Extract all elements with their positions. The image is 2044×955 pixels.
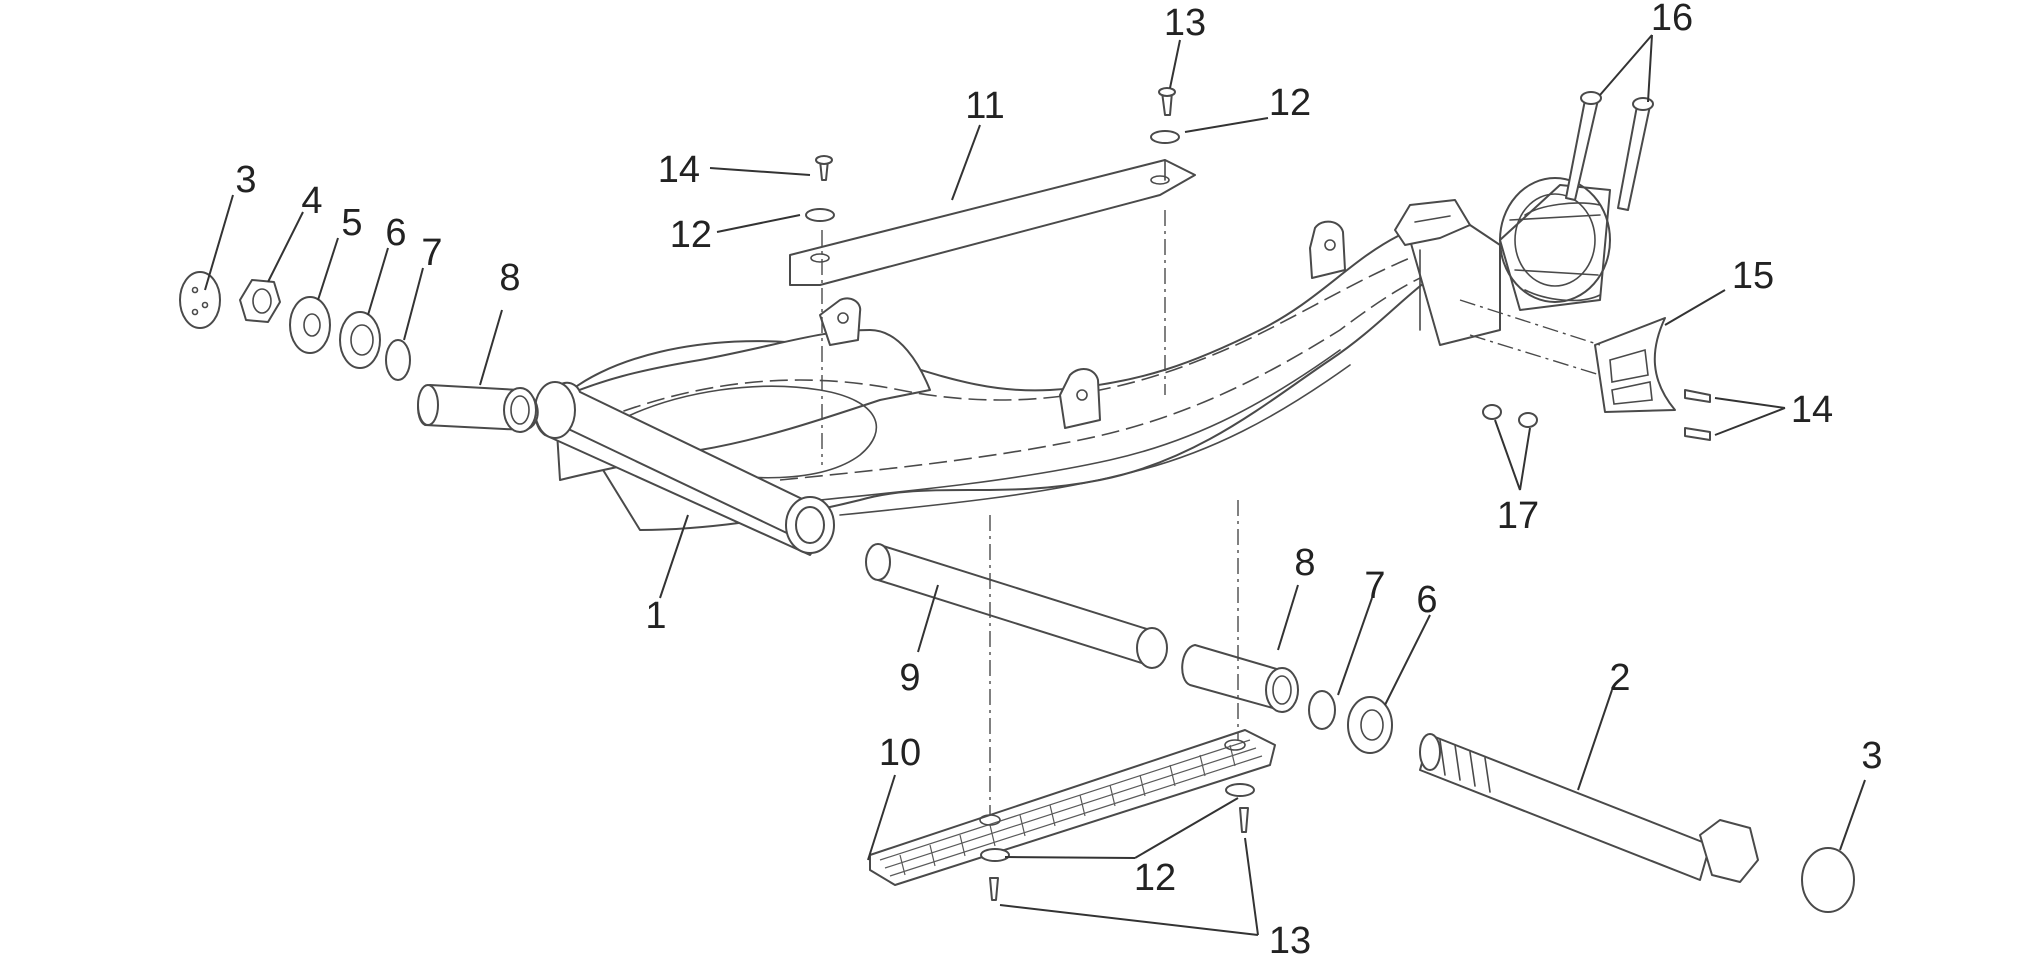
callout-12: 12 bbox=[670, 214, 712, 256]
screws-and-washers bbox=[805, 87, 1255, 901]
callout-9: 9 bbox=[899, 657, 920, 699]
callout-12: 12 bbox=[1269, 82, 1311, 124]
callout-7: 7 bbox=[421, 232, 442, 274]
washer-right bbox=[1347, 696, 1393, 754]
pivot-axle-bolt bbox=[1419, 733, 1759, 883]
washer-left bbox=[289, 296, 331, 354]
spacer-tube bbox=[865, 543, 1168, 669]
callout-11: 11 bbox=[965, 85, 1004, 127]
nut bbox=[239, 279, 281, 323]
upper-chain-slider bbox=[789, 159, 1196, 286]
callout-4: 4 bbox=[301, 180, 322, 222]
callout-12: 12 bbox=[1134, 857, 1176, 899]
swingarm-frame bbox=[534, 177, 1611, 556]
callout-16: 16 bbox=[1651, 0, 1693, 39]
callout-5: 5 bbox=[341, 202, 362, 244]
bushing-right bbox=[1181, 644, 1299, 713]
callout-3: 3 bbox=[1861, 735, 1882, 777]
right-hardware bbox=[1308, 690, 1393, 754]
cap-left bbox=[179, 271, 221, 329]
callout-14: 14 bbox=[1791, 389, 1833, 431]
oring-left bbox=[385, 339, 411, 381]
seal-left bbox=[339, 311, 381, 369]
guard-screws bbox=[1684, 389, 1711, 441]
leader-lines bbox=[204, 34, 1866, 936]
oring-right bbox=[1308, 690, 1336, 730]
callout-2: 2 bbox=[1609, 657, 1630, 699]
callout-6: 6 bbox=[1416, 579, 1437, 621]
assembly-centerlines bbox=[821, 210, 1601, 815]
callout-15: 15 bbox=[1732, 255, 1774, 297]
left-hardware bbox=[179, 271, 411, 381]
callout-13: 13 bbox=[1164, 2, 1206, 44]
callout-17: 17 bbox=[1497, 495, 1539, 537]
lower-chain-slider bbox=[869, 729, 1276, 886]
long-bolts bbox=[1565, 91, 1654, 211]
callout-7: 7 bbox=[1364, 565, 1385, 607]
callout-10: 10 bbox=[879, 732, 921, 774]
small-nuts bbox=[1482, 404, 1538, 428]
callout-14: 14 bbox=[658, 149, 700, 191]
bushing-left bbox=[417, 384, 539, 433]
callout-8: 8 bbox=[1294, 542, 1315, 584]
callout-1: 1 bbox=[645, 595, 666, 637]
chain-guard-plate bbox=[1594, 317, 1676, 413]
callout-labels: 3 4 5 6 7 8 1 9 10 11 14 12 12 13 8 7 6 … bbox=[235, 0, 1882, 955]
cap-right bbox=[1801, 847, 1855, 913]
callout-6: 6 bbox=[385, 212, 406, 254]
callout-13: 13 bbox=[1269, 920, 1311, 955]
callout-3: 3 bbox=[235, 159, 256, 201]
callout-8: 8 bbox=[499, 257, 520, 299]
